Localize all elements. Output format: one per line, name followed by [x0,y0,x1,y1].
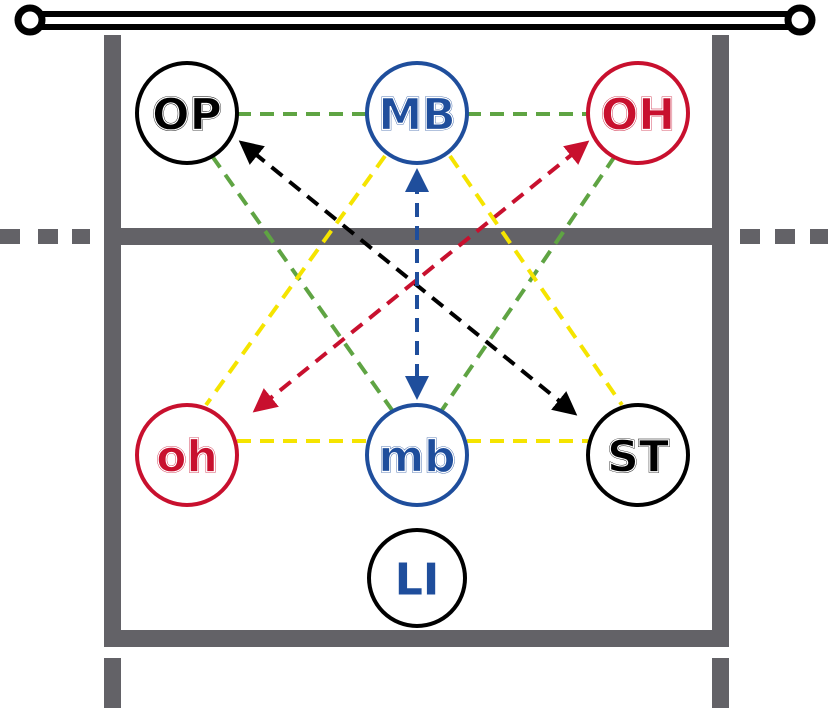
player-label-inline: oh [156,432,218,483]
player-label: mb [378,432,455,483]
player-circle [365,403,469,507]
player-label-inline: mb [378,432,455,483]
player-circle [365,61,469,165]
player-circle [367,528,467,628]
yellow-line [448,154,624,407]
player-label: ST [607,432,669,483]
player-label: LI [395,555,439,606]
player-label-inline: ST [607,432,669,483]
player-circle [586,403,690,507]
yellow-line [204,154,387,407]
connections [204,112,624,443]
player-label-inline: OH [601,90,675,141]
attack-line-extension-left [0,229,90,244]
player-circle [586,61,690,165]
player-circle [135,61,239,165]
player-label-inline: MB [378,90,455,141]
player-label-inline: OP [152,90,222,141]
player-label: OP [152,90,222,141]
net [14,4,816,36]
attack-line-extension-right [740,229,828,244]
player-circle [135,403,239,507]
player-label: OH [601,90,675,141]
player-label: MB [378,90,455,141]
player-label: oh [156,432,218,483]
green-line [440,154,617,412]
player-li: LI [367,528,467,628]
